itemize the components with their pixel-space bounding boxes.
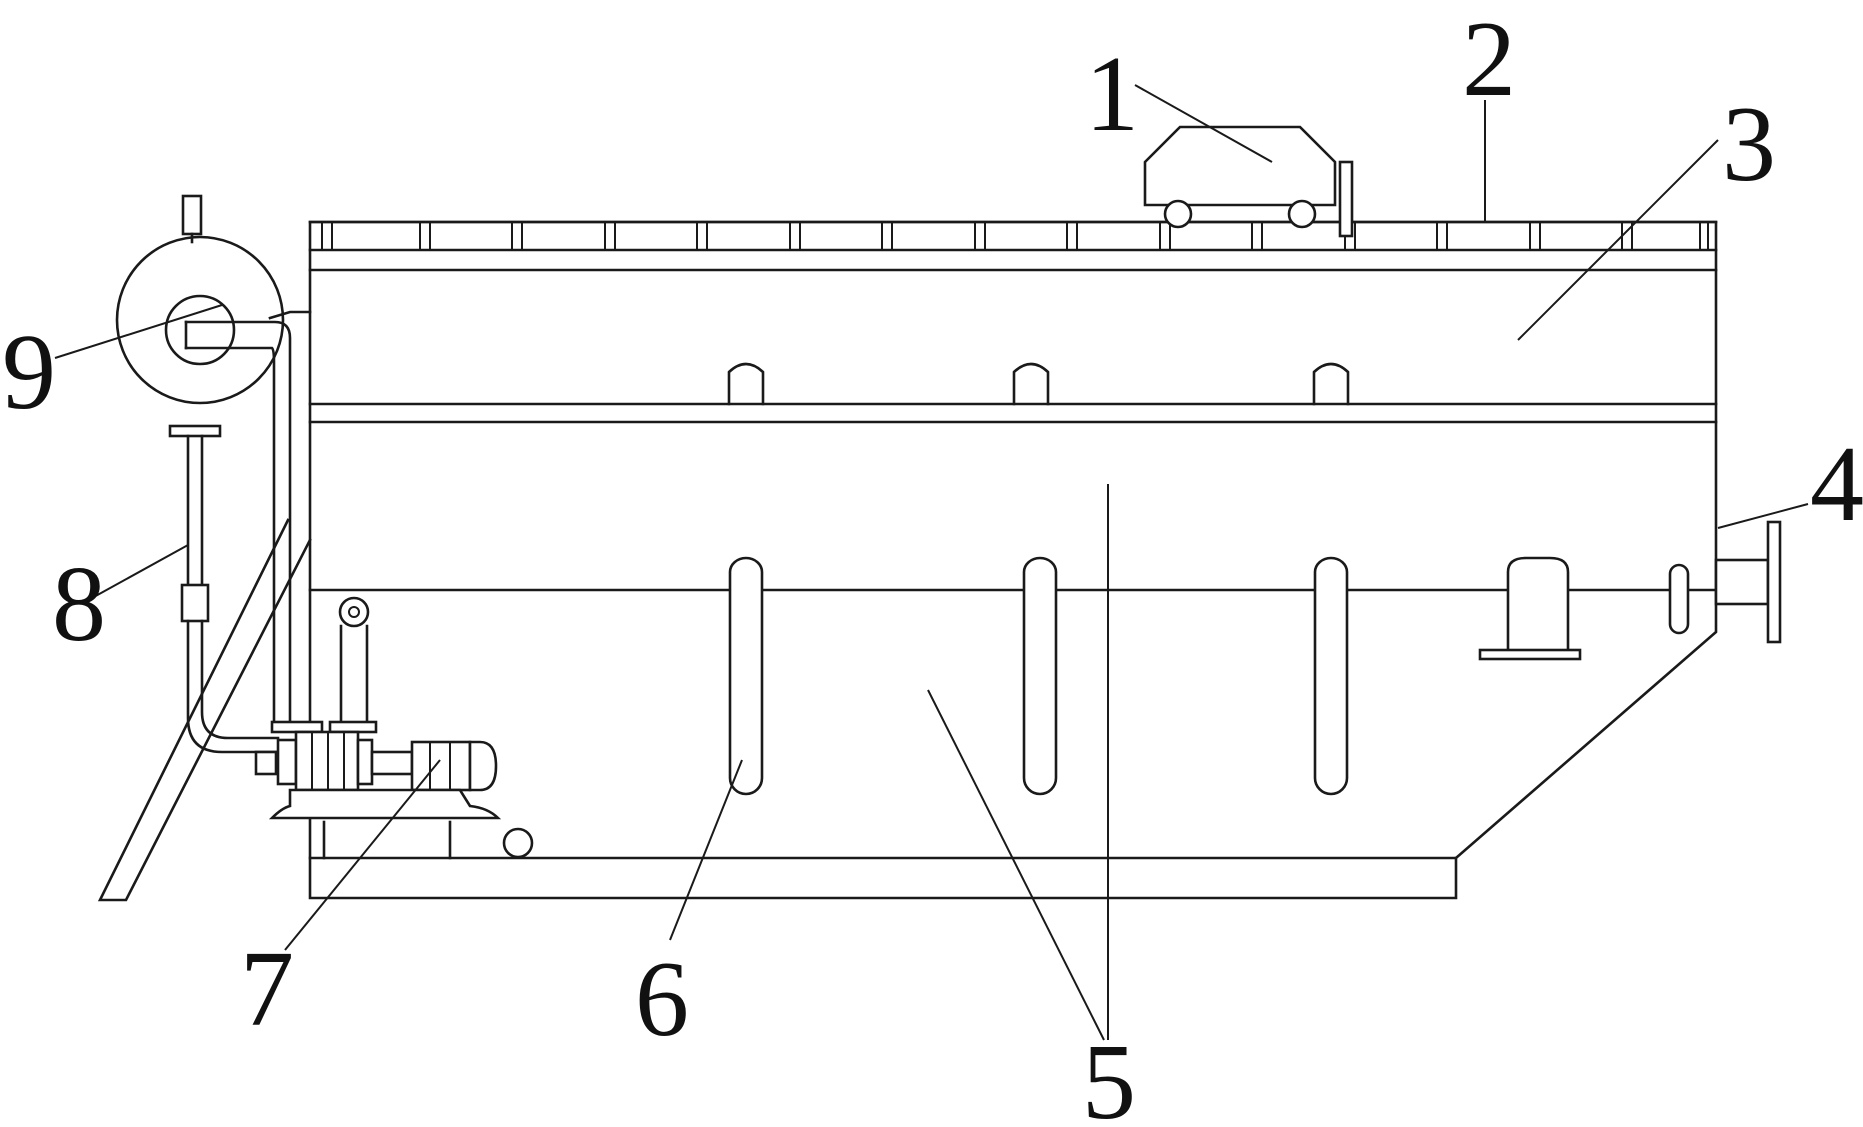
tank-body [308,220,1718,900]
air-tank [115,194,312,405]
label-3: 3 [1722,85,1776,204]
leader-lines [54,84,1809,1041]
label-4: 4 [1810,425,1863,544]
label-9: 9 [2,313,56,432]
label-5: 5 [1082,1023,1136,1127]
bottom-parts [322,820,534,860]
support-strut [97,518,312,902]
label-2: 2 [1462,0,1516,119]
scraper-cart [1143,125,1354,238]
label-6: 6 [635,940,689,1059]
feed-pipe [168,424,280,754]
aeration-tubes [728,556,1349,796]
upper-tubes [727,362,1350,406]
outlet-fittings [1478,520,1782,661]
pump-motor [254,730,502,820]
label-1: 1 [1085,35,1139,154]
label-8: 8 [52,545,106,664]
gauge-pipe [328,596,378,734]
label-7: 7 [240,930,294,1049]
top-rail [308,220,1718,252]
